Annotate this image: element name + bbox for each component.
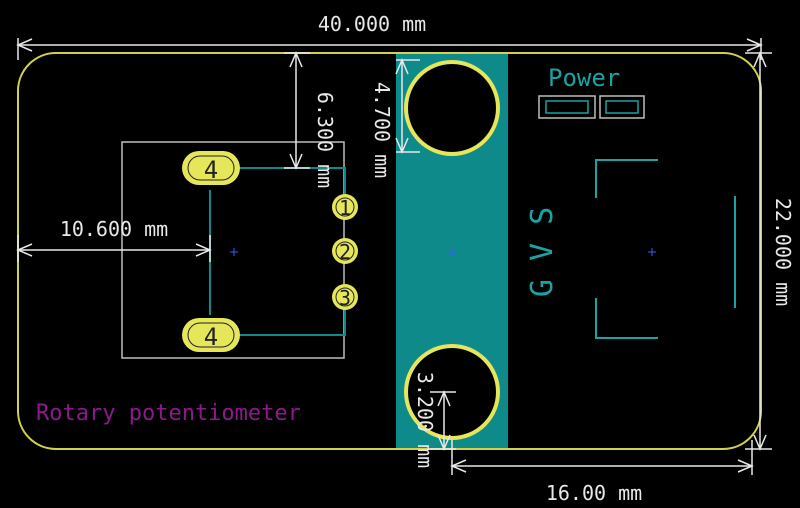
pad-number: 4	[204, 323, 218, 351]
dim-left-offset-label: 10.600 mm	[60, 217, 168, 241]
pad-mount-top: 4	[182, 151, 240, 185]
pad-number: 1	[339, 196, 351, 220]
pad-number: 4	[204, 156, 218, 184]
pad-pin-3: 3	[332, 284, 358, 310]
dim-hole-bottom-label: 3.200 mm	[413, 372, 437, 468]
pad-pin-2: 2	[332, 238, 358, 264]
board-title: Rotary potentiometer	[36, 401, 301, 426]
mounting-hole-top	[404, 60, 500, 156]
dim-bottom-label: 16.00 mm	[546, 481, 642, 505]
power-led-footprints	[538, 95, 645, 119]
dim-width-label: 40.000 mm	[318, 12, 426, 36]
connector-outline	[595, 159, 736, 339]
dimension-lines	[16, 38, 772, 475]
dim-hole-top-label: 4.700 mm	[370, 82, 394, 178]
pad-mount-bottom: 4	[182, 318, 240, 352]
dim-height-label: 22.000 mm	[771, 198, 795, 306]
pin-labels: G V S	[525, 207, 560, 297]
pad-number: 3	[339, 286, 351, 310]
pad-pin-1: 1	[332, 194, 358, 220]
pad-number: 2	[339, 240, 351, 264]
power-label: Power	[548, 64, 620, 92]
origin-markers	[230, 248, 656, 256]
dim-top-offset-label: 6.300 mm	[313, 92, 337, 188]
